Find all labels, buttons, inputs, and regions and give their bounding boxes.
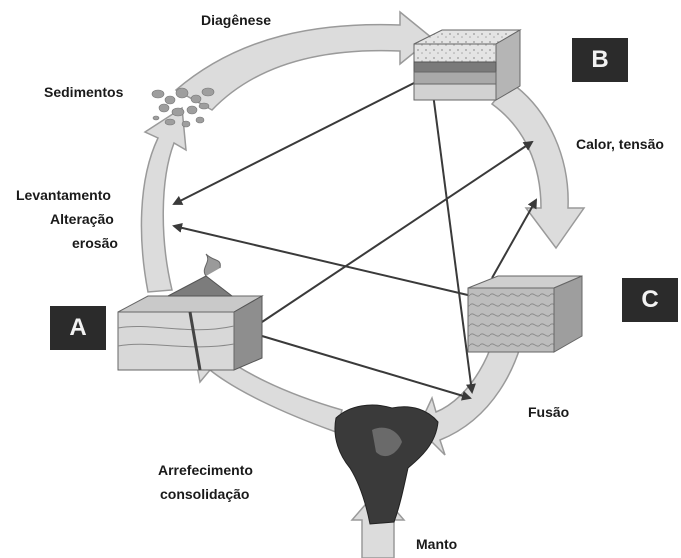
sedimentary-rock-block: [414, 30, 520, 100]
magma-plume: [335, 405, 438, 524]
label-diagenese: Diagênese: [201, 12, 271, 29]
arrow-levantamento: [141, 108, 186, 292]
box-label-c: C: [622, 278, 678, 322]
connector-a-to-fusao: [262, 336, 470, 398]
volcanic-rock-block: [118, 254, 262, 370]
label-consolidacao: consolidação: [160, 486, 249, 503]
label-erosao: erosão: [72, 235, 118, 252]
label-sedimentos: Sedimentos: [44, 84, 123, 101]
label-fusao: Fusão: [528, 404, 569, 421]
connector-b-to-fusao: [432, 86, 472, 392]
arrow-calor-tensao: [492, 82, 584, 248]
label-levantamento: Levantamento: [16, 187, 111, 204]
label-arrefecimento: Arrefecimento: [158, 462, 253, 479]
box-label-b: B: [572, 38, 628, 82]
label-calor-tensao: Calor, tensão: [576, 136, 664, 153]
label-alteracao: Alteração: [50, 211, 114, 228]
box-label-a: A: [50, 306, 106, 350]
connector-c-to-calor: [492, 200, 536, 278]
metamorphic-rock-block: [468, 276, 582, 352]
label-manto: Manto: [416, 536, 457, 553]
